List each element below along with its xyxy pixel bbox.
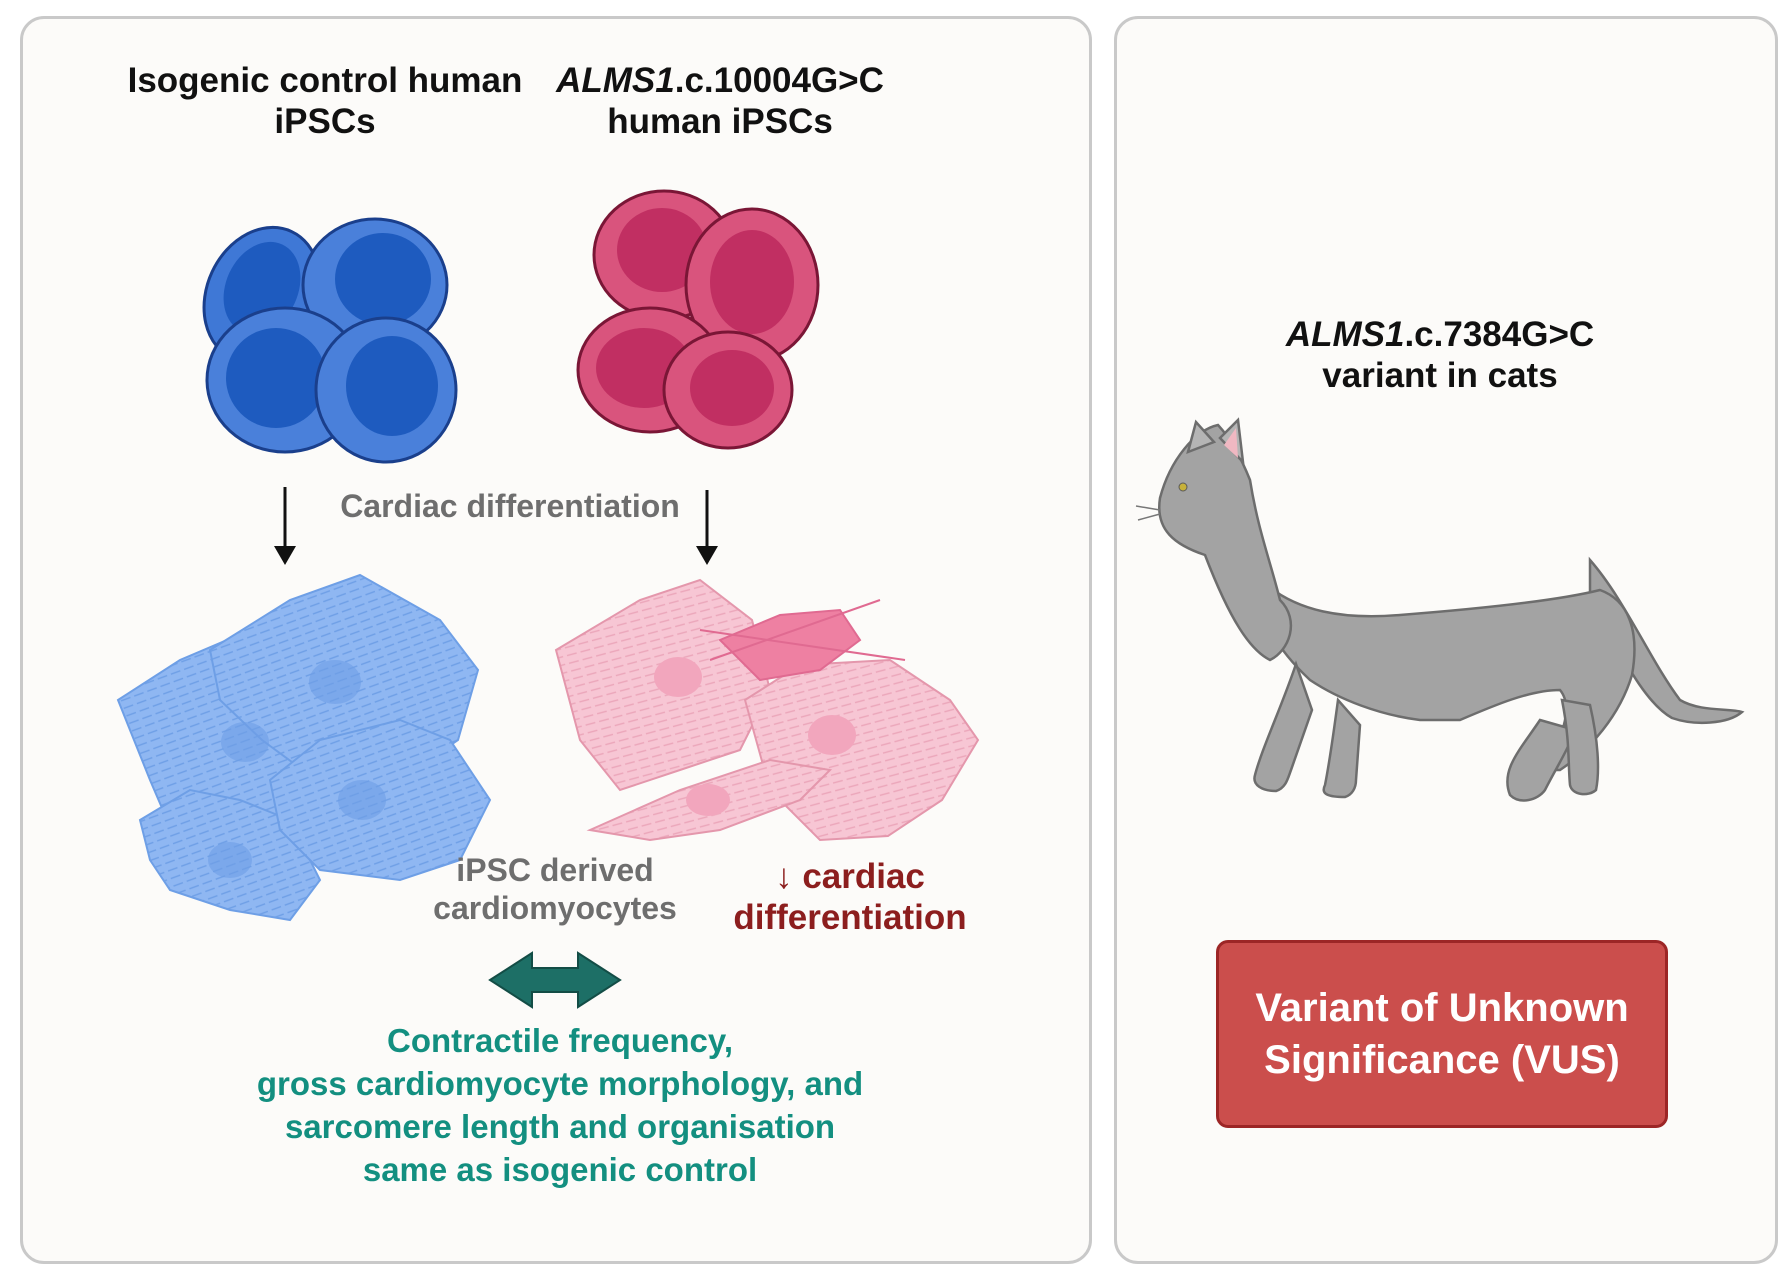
vus-line1: Variant of Unknown — [1255, 986, 1629, 1030]
down-arrow-glyph: ↓ — [775, 857, 793, 896]
variant-title-line1: ALMS1.c.10004G>C — [540, 60, 900, 101]
cat-illustration — [1135, 417, 1745, 802]
ipsc-derived-cardiomyocytes-label: iPSC derived cardiomyocytes — [430, 852, 680, 928]
cat-variant-title: ALMS1.c.7384G>C variant in cats — [1230, 314, 1650, 397]
reduced-label-word: cardiac — [802, 857, 925, 896]
comparison-double-arrow — [488, 951, 622, 1009]
control-ipsc-cluster — [202, 217, 458, 464]
vus-line2: Significance (VUS) — [1264, 1038, 1620, 1082]
cat-variant-code: .c.7384G>C — [1404, 315, 1595, 354]
cat-title-line2: variant in cats — [1322, 356, 1558, 396]
down-arrow-left — [274, 487, 296, 565]
control-title-line1: Isogenic control human — [127, 61, 523, 100]
control-cardiomyocytes — [116, 573, 492, 922]
control-ipsc-title: Isogenic control human iPSCs — [120, 60, 530, 143]
reduced-label-line2: differentiation — [733, 898, 967, 938]
control-title-line2: iPSCs — [274, 102, 376, 142]
variant-code: .c.10004G>C — [674, 61, 884, 100]
variant-cardiomyocytes — [554, 578, 980, 842]
cat-title-line1: ALMS1.c.7384G>C — [1230, 314, 1650, 355]
comparison-line2: gross cardiomyocyte morphology, and — [256, 1064, 864, 1102]
cat-gene-name: ALMS1 — [1285, 315, 1405, 354]
variant-ipsc-cluster — [576, 189, 820, 450]
vus-box: Variant of Unknown Significance (VUS) — [1216, 940, 1668, 1128]
variant-title-line2: human iPSCs — [607, 102, 833, 142]
comparison-line1: Contractile frequency, — [387, 1022, 733, 1059]
comparison-line3: sarcomere length and organisation — [284, 1107, 836, 1145]
reduced-differentiation-label: ↓ cardiac differentiation — [720, 856, 980, 939]
derived-label-line2: cardiomyocytes — [433, 889, 677, 926]
cardiac-differentiation-label: Cardiac differentiation — [340, 488, 680, 524]
comparison-text: Contractile frequency, gross cardiomyocy… — [220, 1020, 900, 1192]
vus-text: Variant of Unknown Significance (VUS) — [1255, 982, 1628, 1086]
variant-ipsc-title: ALMS1.c.10004G>C human iPSCs — [540, 60, 900, 143]
reduced-label-line1: ↓ cardiac — [720, 856, 980, 897]
down-arrow-right — [696, 490, 718, 565]
comparison-line4: same as isogenic control — [362, 1150, 758, 1188]
left-panel — [20, 16, 1092, 1264]
derived-label-line1: iPSC derived — [456, 852, 654, 888]
variant-gene-name: ALMS1 — [556, 61, 675, 100]
